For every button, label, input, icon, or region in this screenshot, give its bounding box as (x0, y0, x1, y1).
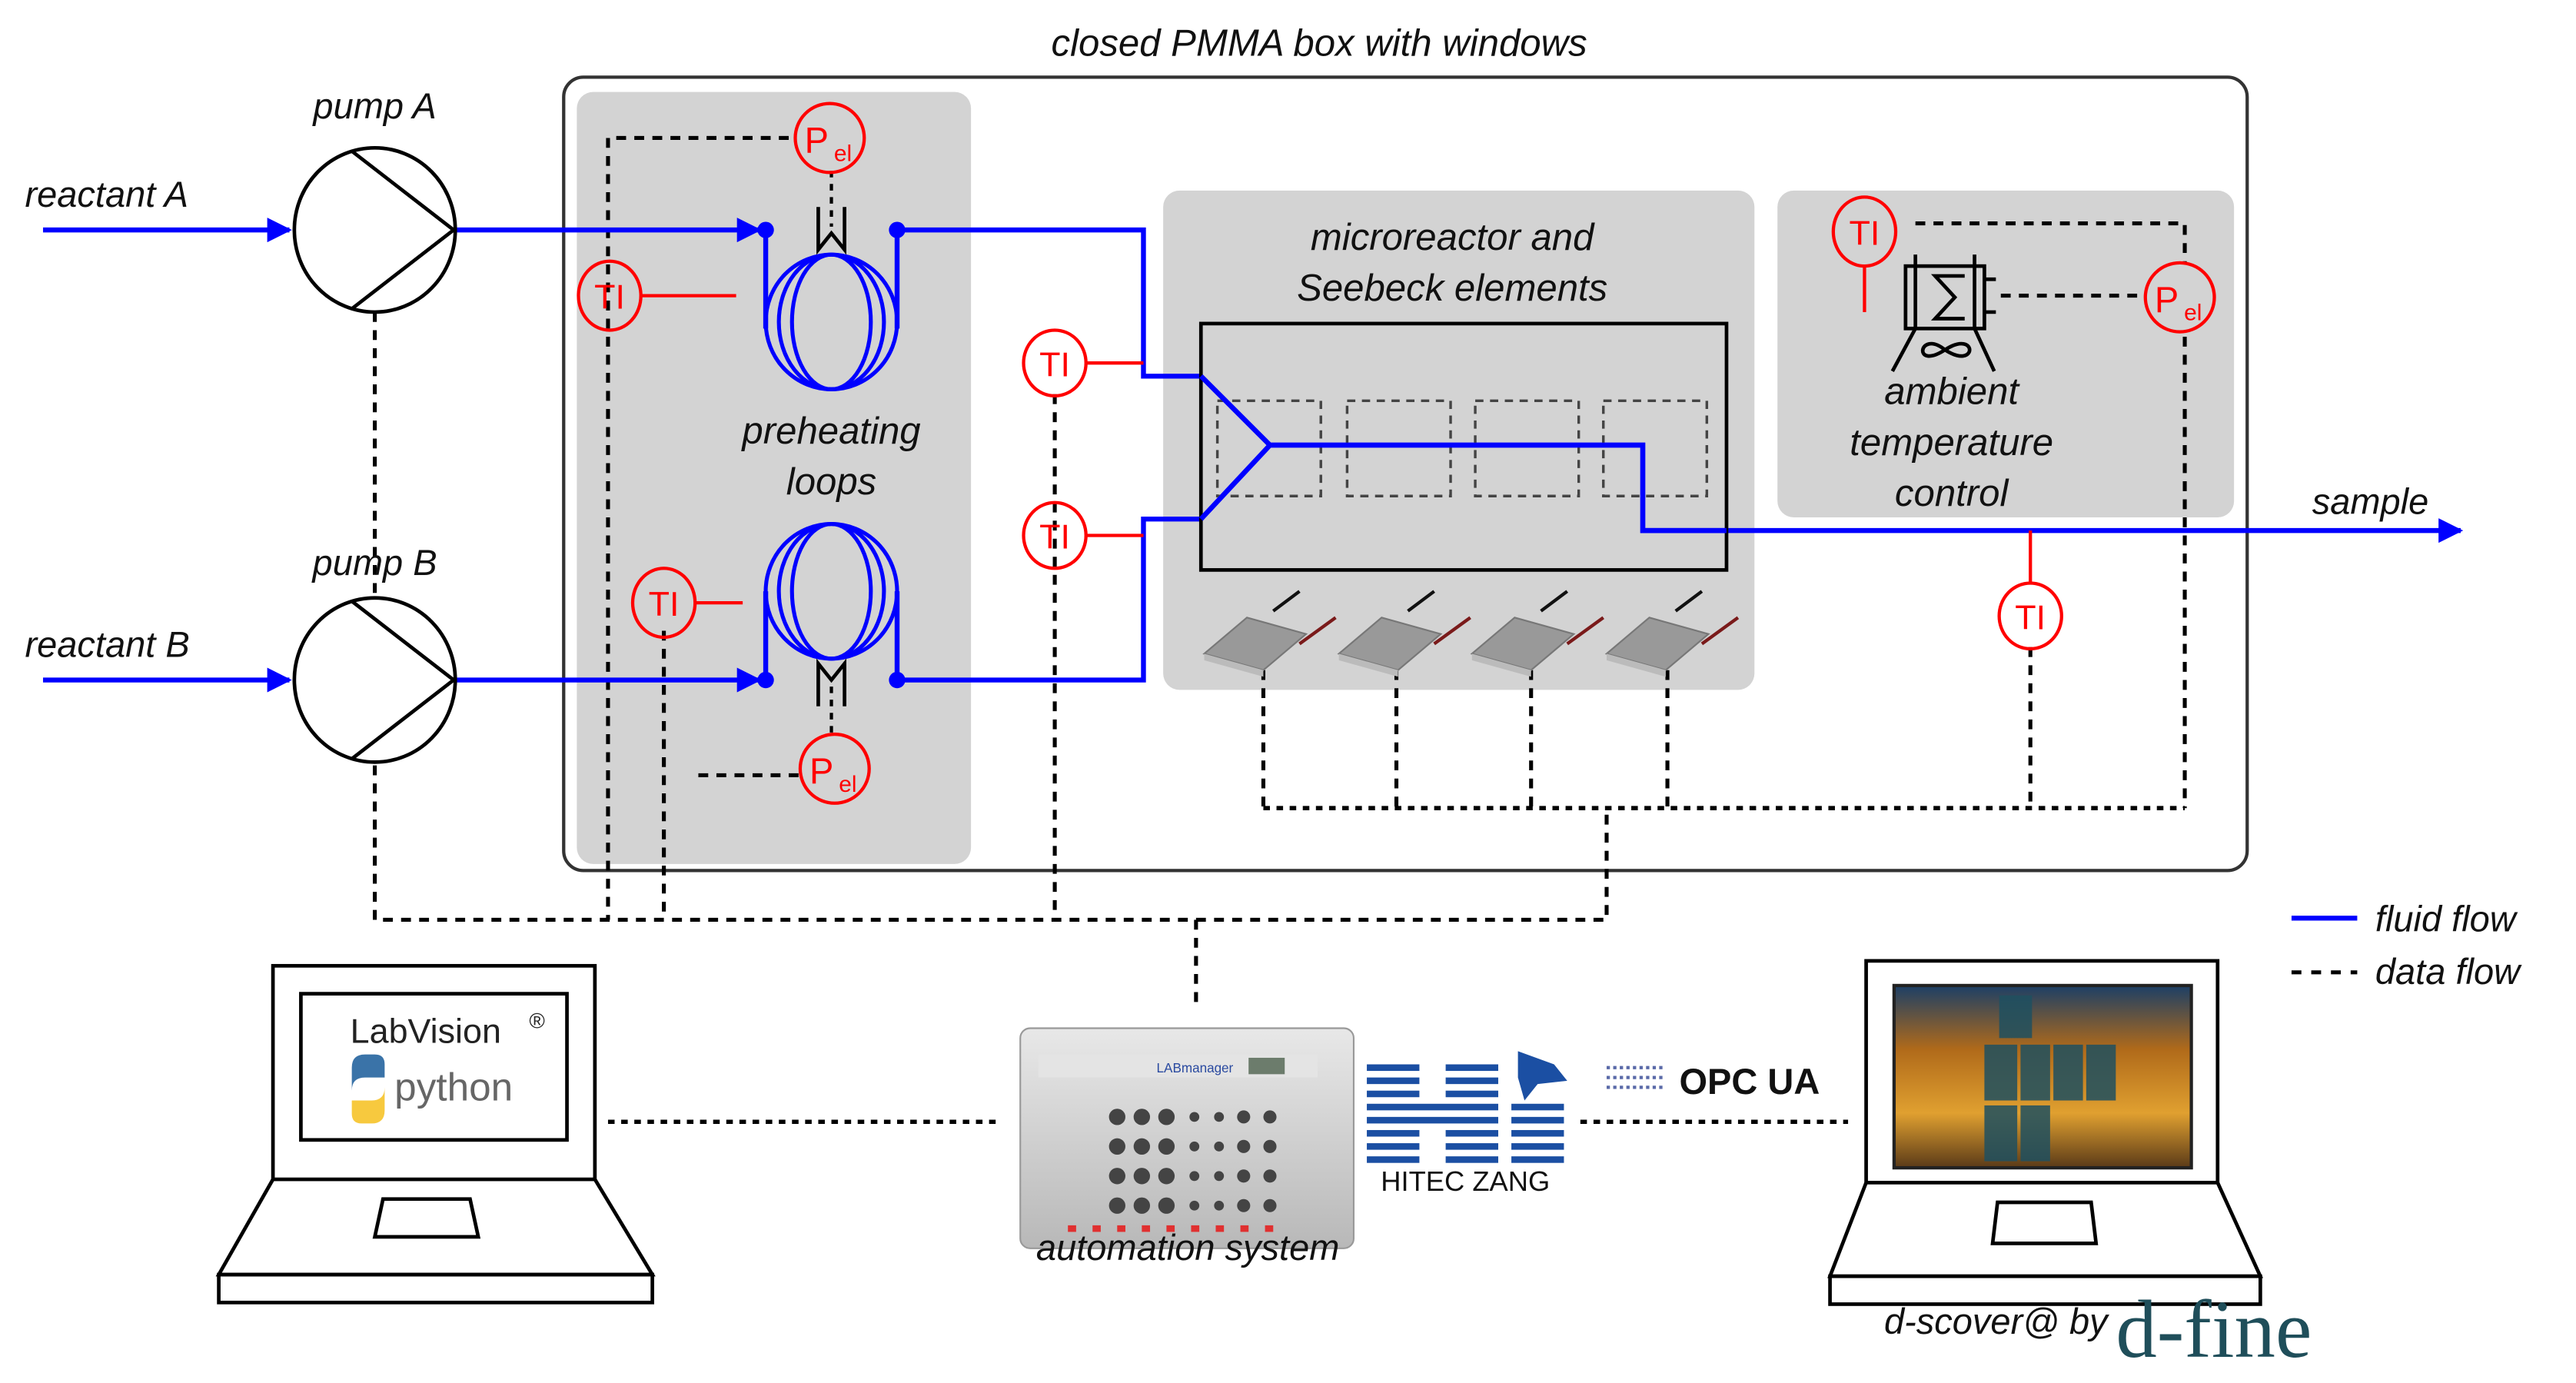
pump-a (292, 145, 457, 314)
opc-ua-logo-icon (1606, 1066, 1663, 1089)
microreactor-panel (1163, 190, 1755, 690)
ti-sensor-inlet-a: TI (1022, 328, 1144, 398)
labvision-logo: LabVision (351, 1012, 501, 1051)
preheating-coil-a (757, 171, 906, 391)
seebeck-zones (1215, 399, 1709, 497)
svg-text:P: P (2155, 279, 2179, 320)
svg-text:P: P (805, 120, 829, 161)
ambient-panel (1777, 190, 2235, 518)
python-logo-icon (351, 1054, 385, 1124)
svg-text:P: P (809, 750, 833, 791)
pump-a-label: pump A (311, 85, 436, 126)
seebeck-element (1470, 590, 1604, 677)
preheating-label-2: loops (786, 461, 876, 503)
laptop-right (1827, 959, 2264, 1306)
pel-sensor-a: P el (793, 101, 866, 175)
svg-text:el: el (834, 141, 852, 166)
box-title: closed PMMA box with windows (1052, 23, 1587, 65)
seebeck-element (1202, 590, 1337, 677)
ambient-label-1: ambient (1884, 371, 2020, 413)
svg-text:el: el (2184, 301, 2202, 326)
svg-text:TI: TI (649, 584, 680, 623)
seebeck-element (1337, 590, 1471, 677)
opc-ua-label: OPC UA (1679, 1061, 1820, 1102)
legend-label-fluid: fluid flow (2375, 898, 2518, 939)
ti-sensor-preheat-a: TI (577, 259, 736, 332)
ti-sensor-ambient: TI (1831, 195, 1898, 312)
hitec-zang-logo-icon (1367, 1051, 1567, 1163)
hitec-zang-label: HITEC ZANG (1381, 1165, 1550, 1197)
svg-text:TI: TI (1039, 344, 1070, 384)
ambient-label-3: control (1895, 473, 2010, 514)
pel-sensor-ambient: P el (2143, 261, 2216, 334)
reactant-b-label: reactant B (25, 624, 189, 665)
preheating-label-1: preheating (740, 411, 920, 452)
climate-unit-icon (1890, 254, 1996, 372)
automation-system-label: automation system (1036, 1227, 1339, 1268)
seebeck-element (1604, 590, 1740, 677)
reactor-channel (1269, 442, 1727, 534)
legend-label-data: data flow (2375, 951, 2522, 992)
svg-text:TI: TI (1039, 517, 1070, 557)
python-logo-text: python (394, 1066, 513, 1109)
labvision-registered-mark: ® (529, 1009, 545, 1032)
automation-rack-image: LABmanager (1019, 1027, 1355, 1249)
svg-text:TI: TI (2015, 597, 2046, 637)
microreactor-chip (1198, 321, 1729, 572)
reactant-a-label: reactant A (25, 174, 188, 214)
ti-sensor-preheat-b: TI (630, 567, 743, 640)
ambient-label-2: temperature (1850, 422, 2053, 464)
svg-text:LABmanager: LABmanager (1157, 1061, 1234, 1075)
microreactor-label-1: microreactor and (1311, 217, 1595, 258)
dashboard-tiles (1984, 995, 2116, 1162)
dfine-logo: d-fine (2116, 1285, 2312, 1375)
pump-b-label: pump B (311, 542, 437, 583)
laptop-left (215, 963, 656, 1305)
svg-text:TI: TI (1850, 213, 1880, 252)
legend: fluid flow data flow (2291, 898, 2522, 992)
pel-sensor-b: P el (798, 732, 871, 805)
svg-text:TI: TI (594, 278, 625, 317)
dscover-caption: d-scover@ by (1884, 1301, 2109, 1341)
svg-text:el: el (839, 772, 856, 797)
sample-label: sample (2312, 481, 2429, 522)
preheating-coil-b (757, 522, 906, 740)
ti-sensor-inlet-b: TI (1022, 500, 1144, 570)
ti-sensor-outlet: TI (1997, 530, 2063, 651)
microreactor-label-2: Seebeck elements (1297, 268, 1607, 309)
data-flow-lines (372, 135, 2187, 1125)
pump-b (292, 596, 457, 764)
seebeck-elements (1202, 590, 1740, 677)
preheating-panel (577, 91, 972, 864)
